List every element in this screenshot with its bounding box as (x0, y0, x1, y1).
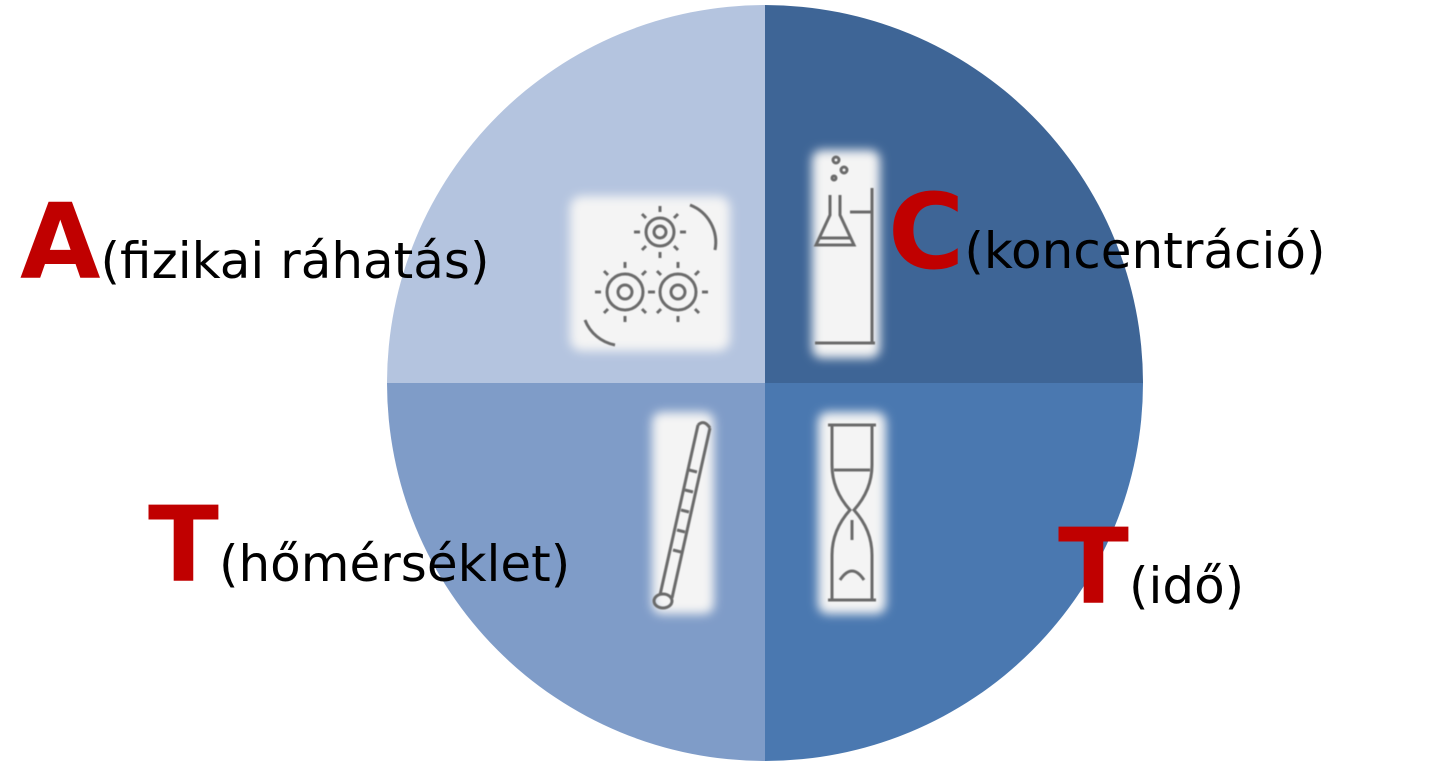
thermometer-icon (652, 412, 714, 614)
hourglass-icon (818, 412, 886, 614)
label-physical-effect: A(fizikai ráhatás) (20, 190, 489, 294)
label-temperature: T(hőmérséklet) (148, 493, 570, 597)
label-text-concentration: (koncentráció) (964, 222, 1326, 280)
label-time: T(idő) (1058, 515, 1244, 619)
gears-icon (570, 196, 730, 351)
label-letter-c: C (888, 171, 965, 293)
label-text-time: (idő) (1128, 557, 1245, 615)
label-letter-a: A (20, 181, 101, 303)
label-letter-t-time: T (1058, 506, 1129, 628)
label-letter-t-temperature: T (148, 484, 219, 606)
label-text-physical-effect: (fizikai ráhatás) (100, 232, 490, 290)
flask-stand-icon (812, 150, 880, 358)
label-text-temperature: (hőmérséklet) (218, 535, 571, 593)
label-concentration: C(koncentráció) (888, 180, 1326, 284)
